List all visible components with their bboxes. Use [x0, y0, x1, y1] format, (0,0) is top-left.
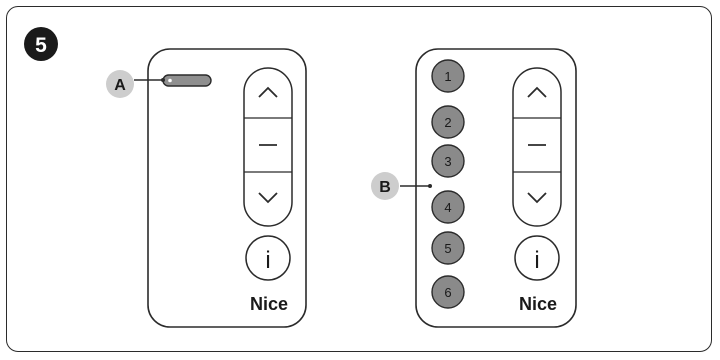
callout-b: B [371, 172, 432, 200]
info-button[interactable]: i [245, 235, 291, 281]
channel-button-3[interactable]: 3 [431, 144, 465, 178]
channel-label: 6 [444, 285, 451, 300]
chevron-up-icon [527, 86, 547, 98]
rocker-single [243, 67, 293, 227]
channel-label: 5 [444, 241, 451, 256]
step-badge: 5 [24, 27, 58, 61]
brand-logo: Nice [519, 294, 557, 314]
chevron-up-icon [258, 86, 278, 98]
stop-button[interactable] [246, 120, 290, 170]
channel-button-1[interactable]: 1 [431, 59, 465, 93]
channel-button-2[interactable]: 2 [431, 105, 465, 139]
brand-logo: Nice [250, 294, 288, 314]
callout-a-label: A [114, 77, 126, 94]
channel-button-6[interactable]: 6 [431, 275, 465, 309]
channel-label: 4 [444, 200, 451, 215]
info-icon: i [534, 247, 539, 274]
led-highlight [168, 78, 172, 83]
remote-multi: 1 2 3 4 5 6 [371, 48, 577, 328]
callout-a: A [106, 70, 165, 98]
down-button[interactable] [246, 174, 290, 224]
channel-label: 1 [444, 69, 451, 84]
remote-single: A i Nice [106, 48, 307, 328]
channel-label: 2 [444, 115, 451, 130]
callout-b-label: B [379, 179, 391, 196]
chevron-down-icon [527, 192, 547, 204]
down-button[interactable] [515, 174, 559, 224]
info-button[interactable]: i [514, 235, 560, 281]
figure-frame [6, 6, 712, 352]
channel-label: 3 [444, 154, 451, 169]
stop-button[interactable] [515, 120, 559, 170]
channel-button-5[interactable]: 5 [431, 231, 465, 265]
channel-button-4[interactable]: 4 [431, 190, 465, 224]
up-button[interactable] [246, 70, 290, 116]
info-icon: i [265, 247, 270, 274]
step-number: 5 [35, 34, 47, 57]
rocker-multi [512, 67, 562, 227]
chevron-down-icon [258, 192, 278, 204]
up-button[interactable] [515, 70, 559, 116]
